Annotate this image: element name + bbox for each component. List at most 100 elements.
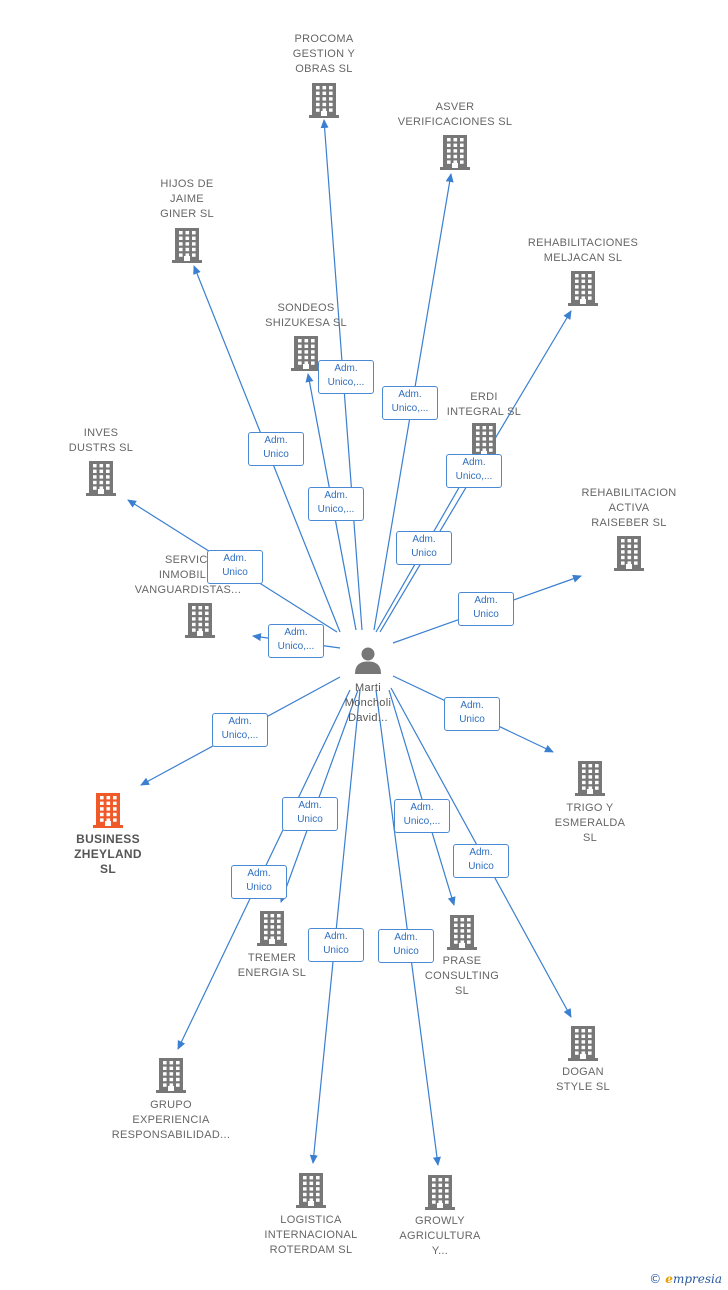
company-name-line: ACTIVA: [608, 502, 650, 514]
brand-name: mpresia: [672, 1272, 722, 1286]
edge-label-text: Unico: [263, 449, 289, 460]
building-icon: [425, 1175, 455, 1210]
company-node-erdi[interactable]: [409, 422, 559, 458]
company-node-prase[interactable]: [387, 914, 537, 950]
company-node-asver[interactable]: [380, 134, 530, 170]
building-icon: [93, 793, 123, 828]
building-icon: [309, 83, 339, 118]
edge-label-prase[interactable]: Adm.Unico,...: [394, 799, 450, 833]
person-name-line: Marti: [355, 682, 381, 694]
company-node-business[interactable]: [33, 792, 183, 828]
edge-label-tremer[interactable]: Adm.Unico: [282, 797, 338, 831]
company-node-sondeos[interactable]: [231, 335, 381, 371]
brand-initial: e: [665, 1272, 673, 1286]
company-name-line: GESTION Y: [292, 48, 356, 60]
building-icon: [469, 423, 499, 458]
edge-label-trigo[interactable]: Adm.Unico: [444, 697, 500, 731]
company-name-line: VANGUARDISTAS...: [134, 584, 242, 596]
company-name-line: ENERGIA SL: [237, 967, 307, 979]
edge-label-servicios[interactable]: Adm.Unico,...: [268, 624, 324, 658]
company-node-trigo[interactable]: [515, 760, 665, 796]
building-icon: [568, 1026, 598, 1061]
person-node[interactable]: [293, 646, 443, 674]
edge-label-hijos-jaime[interactable]: Adm.Unico: [248, 432, 304, 466]
edge-label-text: Unico: [393, 946, 419, 957]
edge-label-business[interactable]: Adm.Unico,...: [212, 713, 268, 747]
company-node-logistica[interactable]: [236, 1172, 386, 1208]
company-name-line: PRASE: [442, 955, 482, 967]
company-name-line: GROWLY: [415, 1215, 465, 1227]
copyright-symbol: ©: [649, 1272, 662, 1286]
edge-label-text: Adm.: [247, 868, 271, 879]
company-name-line: ZHEYLAND: [74, 847, 142, 861]
company-node-inves[interactable]: [26, 460, 176, 496]
edge-label-text: Unico,...: [277, 641, 315, 652]
company-name-line: OBRAS SL: [295, 63, 353, 75]
company-node-dogan[interactable]: [508, 1025, 658, 1061]
company-name-line: GINER SL: [160, 208, 214, 220]
company-name-line: AGRICULTURA: [399, 1230, 481, 1242]
company-name-line: INTEGRAL SL: [446, 406, 522, 418]
edge-label-sondeos[interactable]: Adm.Unico,...: [308, 487, 364, 521]
edge-label-text: Adm.: [324, 931, 348, 942]
company-node-grupo[interactable]: [96, 1057, 246, 1093]
company-name-line: CONSULTING: [424, 970, 500, 982]
edge-label-rehab-raiseber[interactable]: Adm.Unico: [458, 592, 514, 626]
company-name-line: BUSINESS: [76, 832, 140, 846]
edge-label-erdi[interactable]: Adm.Unico,...: [446, 454, 502, 488]
company-name-line: GRUPO: [150, 1099, 192, 1111]
edge-label-text: Adm.: [460, 700, 484, 711]
company-node-procoma[interactable]: [249, 82, 399, 118]
edge-label-dogan[interactable]: Adm.Unico: [453, 844, 509, 878]
edge-growly: [375, 689, 441, 1166]
building-icon: [296, 1173, 326, 1208]
edge-label-logistica[interactable]: Adm.Unico: [308, 928, 364, 962]
company-node-rehab-raiseber[interactable]: [554, 535, 704, 571]
edge-label-procoma[interactable]: Adm.Unico,...: [318, 360, 374, 394]
edge-label-rehab-meljacan[interactable]: Adm.Unico: [396, 531, 452, 565]
company-node-servicios[interactable]: [125, 602, 275, 638]
edge-logistica: [309, 689, 361, 1164]
edge-label-inves[interactable]: Adm.Unico: [207, 550, 263, 584]
company-name-line: STYLE SL: [556, 1081, 610, 1093]
building-icon: [185, 603, 215, 638]
edge-label-text: Unico: [297, 814, 323, 825]
company-node-tremer[interactable]: [197, 910, 347, 946]
edge-label-asver[interactable]: Adm.Unico,...: [382, 386, 438, 420]
company-name-line: INVES: [83, 427, 119, 439]
edge-label-text: Adm.: [324, 490, 348, 501]
company-name-line: ASVER: [435, 101, 475, 113]
building-icon: [291, 336, 321, 371]
edge-label-text: Adm.: [223, 553, 247, 564]
company-node-growly[interactable]: [365, 1174, 515, 1210]
building-icon: [568, 271, 598, 306]
edge-label-growly[interactable]: Adm. Unico: [378, 929, 434, 963]
brand-footer[interactable]: ©empresia: [649, 1272, 722, 1286]
company-name-line: HIJOS DE: [160, 178, 214, 190]
edge-label-text: Adm.: [394, 932, 418, 943]
company-node-hijos-jaime[interactable]: [112, 227, 262, 263]
company-name-line: INMOBILIA: [158, 569, 218, 581]
edge-prase: [388, 689, 456, 906]
edge-label-grupo[interactable]: Adm.Unico: [231, 865, 287, 899]
company-node-rehab-meljacan[interactable]: [508, 270, 658, 306]
